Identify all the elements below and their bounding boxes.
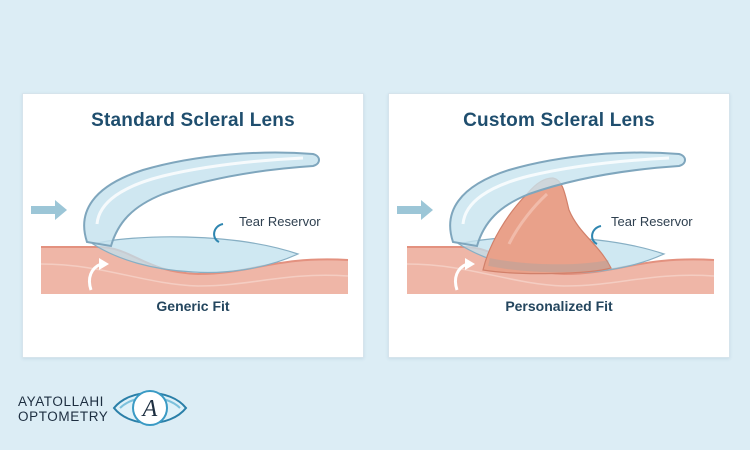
- tear-reservoir-label: Tear Reservor: [239, 214, 321, 229]
- panel-standard-lens: Standard Scleral Lens Tear Reservor Gene…: [22, 93, 364, 358]
- eye-tissue: [41, 247, 348, 294]
- fit-label: Generic Fit: [156, 298, 230, 314]
- scleral-lens: [449, 151, 686, 248]
- tear-reservoir-label: Tear Reservor: [611, 214, 693, 229]
- right-arrow-icon: [31, 200, 67, 220]
- eye-logo-icon: A: [112, 390, 188, 426]
- logo-monogram: A: [141, 396, 158, 422]
- tear-label-pointer: [591, 225, 602, 245]
- right-arrow-icon: [397, 200, 433, 220]
- tear-label-pointer: [213, 223, 224, 243]
- panel-title: Custom Scleral Lens: [463, 110, 655, 131]
- logo-text-line-1: AYATOLLAHI: [18, 394, 105, 409]
- custom-lens-illustration: [397, 151, 715, 294]
- panel-title: Standard Scleral Lens: [91, 110, 295, 131]
- corneal-irregularity: [482, 177, 612, 275]
- curved-up-arrow-icon: [87, 262, 102, 291]
- panel-custom-lens: Custom Scleral Lens Tear Reservor Person…: [388, 93, 730, 358]
- curved-up-arrow-icon: [453, 262, 468, 291]
- logo-text-line-2: OPTOMETRY: [18, 409, 109, 424]
- brand-logo: AYATOLLAHI OPTOMETRY A: [10, 380, 210, 436]
- scleral-lens: [83, 151, 320, 248]
- fit-label: Personalized Fit: [505, 298, 613, 314]
- eye-tissue: [407, 247, 714, 294]
- standard-lens-illustration: [31, 151, 349, 294]
- tear-reservoir: [91, 236, 300, 274]
